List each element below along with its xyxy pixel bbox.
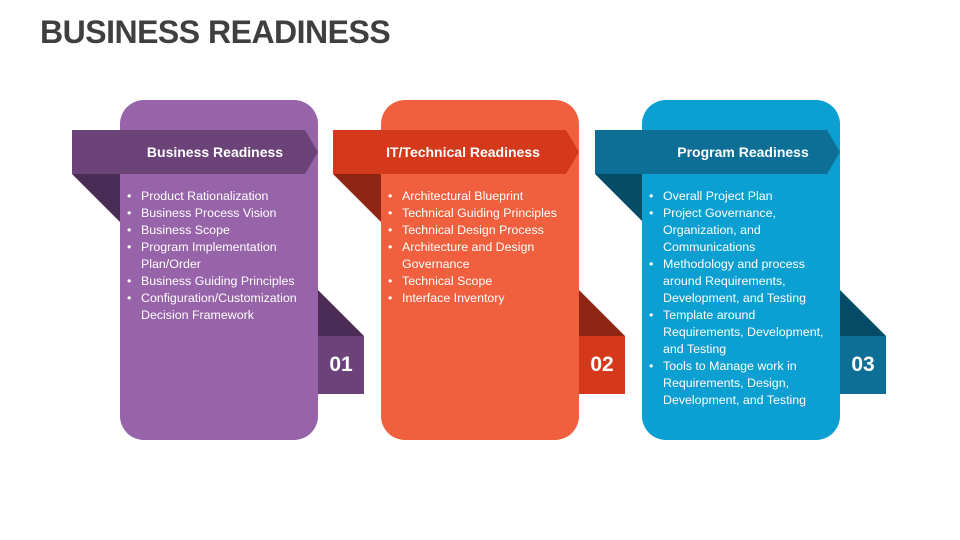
card-fold-top-shadow	[595, 174, 643, 222]
list-item: Technical Guiding Principles	[385, 205, 571, 222]
list-item: Program Implementation Plan/Order	[124, 239, 310, 273]
list-item: Methodology and process around Requireme…	[646, 256, 834, 307]
list-item: Architectural Blueprint	[385, 188, 571, 205]
list-item: Business Guiding Principles	[124, 273, 310, 290]
card-fold-top-shadow	[333, 174, 381, 222]
list-item: Tools to Manage work in Requirements, De…	[646, 358, 834, 409]
card-heading-program-readiness: Program Readiness	[677, 144, 809, 160]
card-heading-it-technical-readiness: IT/Technical Readiness	[386, 144, 540, 160]
card-heading-business-readiness: Business Readiness	[146, 144, 284, 160]
card-list-it-technical-readiness: Architectural Blueprint Technical Guidin…	[385, 188, 571, 307]
list-item: Product Rationalization	[124, 188, 310, 205]
card-number-03: 03	[851, 353, 875, 376]
list-item: Project Governance, Organization, and Co…	[646, 205, 834, 256]
number-tab	[318, 336, 364, 394]
heading-banner-arrow	[72, 130, 318, 174]
list-item: Architecture and Design Governance	[385, 239, 571, 273]
list-item: Template around Requirements, Developmen…	[646, 307, 834, 358]
card-fold-bottom-shadow	[318, 290, 364, 336]
card-number-02: 02	[590, 353, 614, 376]
card-number-01: 01	[329, 353, 353, 376]
card-list-program-readiness: Overall Project Plan Project Governance,…	[646, 188, 834, 409]
page-title: BUSINESS READINESS	[40, 14, 391, 50]
card-fold-top-shadow	[72, 174, 120, 222]
list-item: Technical Design Process	[385, 222, 571, 239]
number-tab	[840, 336, 886, 394]
card-fold-bottom-shadow	[840, 290, 886, 336]
number-tab	[579, 336, 625, 394]
list-item: Business Process Vision	[124, 205, 310, 222]
list-item: Interface Inventory	[385, 290, 571, 307]
card-list-business-readiness: Product Rationalization Business Process…	[124, 188, 310, 324]
list-item: Overall Project Plan	[646, 188, 834, 205]
heading-banner-arrow	[333, 130, 579, 174]
list-item: Business Scope	[124, 222, 310, 239]
list-item: Configuration/Customization Decision Fra…	[124, 290, 310, 324]
heading-banner-arrow	[595, 130, 840, 174]
list-item: Technical Scope	[385, 273, 571, 290]
card-fold-bottom-shadow	[579, 290, 625, 336]
